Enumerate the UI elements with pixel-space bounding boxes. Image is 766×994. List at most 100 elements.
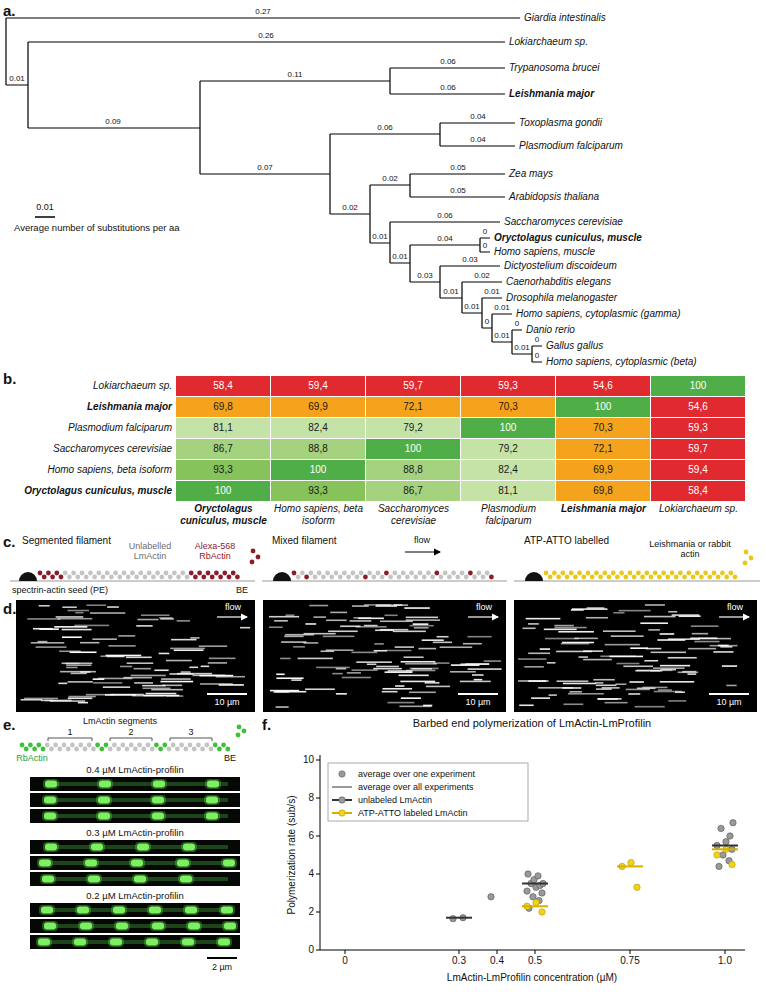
actin-subunit — [222, 571, 227, 576]
row-label: Oryctolagus cuniculus, muscle — [24, 485, 172, 497]
filament-image — [135, 842, 151, 852]
filament-image — [426, 686, 450, 688]
filament-image — [347, 672, 361, 674]
data-point — [718, 825, 724, 831]
actin-subunit — [95, 743, 100, 748]
panel-letter: d. — [3, 600, 16, 618]
species-name: Arabidopsis thaliana — [509, 191, 599, 203]
filament-image — [181, 671, 191, 673]
data-point — [525, 871, 531, 877]
branch-length: 0.09 — [104, 117, 122, 126]
filament-image — [603, 630, 636, 632]
actin-subunit — [296, 575, 301, 580]
actin-subunit — [565, 575, 570, 580]
filament-image — [579, 656, 588, 658]
filament-image — [400, 681, 435, 683]
actin-subunit — [674, 575, 679, 580]
data-point — [524, 888, 530, 894]
filament-image — [180, 937, 196, 947]
filament-image — [204, 795, 220, 805]
branch-length: 0.01 — [483, 287, 501, 296]
species-name: Saccharomyces cerevisiae — [504, 216, 623, 228]
actin-subunit — [707, 575, 712, 580]
row-label: Homo sapiens, beta isoform — [47, 464, 172, 476]
filament-image — [423, 705, 432, 707]
filament-image — [558, 631, 594, 633]
filament-image — [114, 921, 130, 931]
filament-image — [275, 691, 307, 693]
filament-image — [41, 908, 228, 912]
kymograph-strip — [30, 872, 240, 886]
microscopy-images — [16, 600, 757, 712]
mean-line — [617, 865, 643, 867]
species-name: Homo sapiens, cytoplasmic (beta) — [546, 356, 697, 368]
actin-subunit — [300, 571, 305, 576]
filament-image — [146, 693, 177, 695]
filament-image — [44, 798, 228, 802]
actin-subunit — [695, 571, 700, 576]
filament-image — [410, 625, 434, 627]
actin-subunit — [210, 575, 215, 580]
filament-image — [189, 667, 198, 669]
filament-image — [463, 643, 482, 645]
filament-image — [274, 620, 288, 622]
filament-image — [568, 693, 604, 695]
filament-image — [562, 687, 581, 689]
row-label: Plasmodium falciparum — [68, 422, 172, 434]
filament-image — [62, 606, 76, 608]
filament-image — [467, 636, 491, 638]
filament-image — [111, 905, 127, 915]
filament-image — [208, 662, 227, 664]
filament-image — [75, 612, 83, 614]
filament-image — [433, 662, 449, 664]
identity-cell: 100 — [176, 481, 270, 501]
axis-label: 0.4 — [490, 955, 504, 967]
filament-image — [183, 905, 199, 915]
actin-subunit — [113, 571, 118, 576]
filament-image — [41, 907, 53, 914]
branch-length: 0.02 — [381, 174, 399, 183]
filament-image — [682, 671, 696, 673]
actin-subunit — [573, 575, 578, 580]
actin-subunit — [355, 575, 360, 580]
filament-image — [615, 683, 626, 685]
filament-image — [298, 658, 333, 660]
filament-image — [549, 694, 557, 696]
filament-image — [146, 939, 158, 946]
actin-subunit — [640, 575, 645, 580]
actin-subunit — [231, 571, 236, 576]
filament-image — [131, 860, 143, 867]
identity-cell: 59,7 — [651, 439, 745, 459]
identity-cell: 70,3 — [461, 397, 555, 417]
legend-sample — [339, 771, 345, 777]
filament-image — [722, 665, 737, 667]
actin-subunit — [120, 743, 125, 748]
filament-image — [563, 683, 596, 685]
filament-image — [460, 663, 489, 665]
filament-image — [383, 688, 413, 690]
column-label: Homo sapiens, beta isoform — [272, 503, 365, 527]
filament-image — [150, 795, 166, 805]
filament-image — [646, 648, 661, 650]
actin-subunit — [49, 747, 54, 752]
filament-image — [240, 627, 250, 629]
actin-subunit — [172, 571, 177, 576]
actin-subunit — [598, 575, 603, 580]
actin-subunit — [70, 743, 75, 748]
identity-cell: 88,8 — [271, 439, 365, 459]
identity-cell: 59,3 — [651, 418, 745, 438]
filament-image — [286, 614, 295, 616]
filament-image — [399, 706, 431, 708]
branch-length: 0.06 — [439, 83, 457, 92]
filament-image — [284, 636, 304, 638]
actin-subunit — [125, 747, 130, 752]
column-label: Leishmania major — [557, 503, 650, 515]
axis-label: 0 — [308, 944, 314, 956]
actin-subunit — [430, 575, 435, 580]
legend-text: average over all experiments — [358, 781, 474, 793]
actin-subunit — [623, 575, 628, 580]
identity-cell: 100 — [271, 460, 365, 480]
filament-image — [160, 681, 193, 683]
filament-image — [150, 921, 166, 931]
filament-image — [58, 618, 92, 620]
